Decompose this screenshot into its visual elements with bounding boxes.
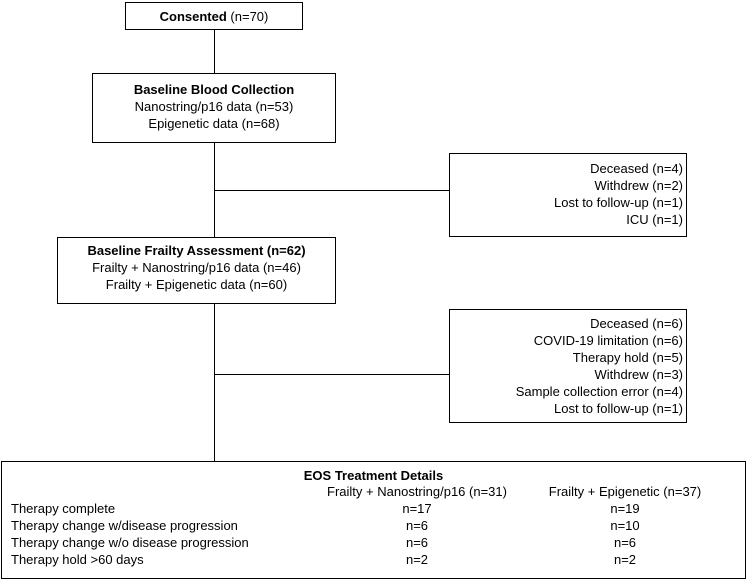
eos-row-label: Therapy change w/o disease progression: [11, 535, 249, 550]
exclusion-item: Lost to follow-up (n=1): [554, 401, 683, 416]
eos-treatment-box: EOS Treatment Details Frailty + Nanostri…: [1, 461, 746, 579]
eos-row-value-epigenetic: n=19: [610, 501, 640, 516]
eos-row-label: Therapy complete: [11, 501, 116, 516]
eos-row-value-nanostring: n=6: [405, 535, 429, 550]
baseline-blood-title: Baseline Blood Collection: [133, 82, 295, 97]
eos-title: EOS Treatment Details: [303, 468, 444, 483]
baseline-blood-box: Baseline Blood Collection Nanostring/p16…: [92, 73, 336, 143]
exclusion-item: Lost to follow-up (n=1): [554, 195, 683, 210]
exclusion-item: Deceased (n=6): [590, 316, 683, 331]
eos-column-headers: Frailty + Nanostring/p16 (n=31) Frailty …: [2, 483, 745, 500]
eos-row-value-nanostring: n=17: [402, 501, 432, 516]
eos-row: Therapy change w/disease progression n=6…: [2, 517, 745, 534]
connector-to-exclusions-1: [214, 190, 449, 191]
eos-row-value-epigenetic: n=2: [613, 552, 637, 567]
baseline-blood-line: Epigenetic data (n=68): [148, 116, 280, 131]
baseline-frailty-title: Baseline Frailty Assessment (n=62): [87, 243, 306, 258]
baseline-frailty-box: Baseline Frailty Assessment (n=62) Frail…: [57, 237, 336, 304]
consented-box: Consented (n=70): [125, 2, 303, 30]
consented-label: Consented: [159, 9, 227, 24]
baseline-frailty-line: Frailty + Nanostring/p16 data (n=46): [92, 260, 301, 275]
eos-row-value-epigenetic: n=10: [610, 518, 640, 533]
exclusion-item: Withdrew (n=2): [594, 178, 684, 193]
consented-count: (n=70): [230, 9, 269, 24]
exclusion-item: Therapy hold (n=5): [572, 350, 683, 365]
exclusion-item: ICU (n=1): [626, 212, 683, 227]
exclusion-item: COVID-19 limitation (n=6): [533, 333, 683, 348]
exclusions-box-2: Deceased (n=6) COVID-19 limitation (n=6)…: [449, 309, 687, 423]
exclusion-item: Sample collection error (n=4): [515, 384, 683, 399]
baseline-frailty-line: Frailty + Epigenetic data (n=60): [105, 277, 288, 292]
eos-column-header-epigenetic: Frailty + Epigenetic (n=37): [548, 484, 702, 499]
eos-row: Therapy complete n=17 n=19: [2, 500, 745, 517]
eos-row: Therapy hold >60 days n=2 n=2: [2, 551, 745, 568]
connector-to-exclusions-2: [214, 374, 449, 375]
eos-row: Therapy change w/o disease progression n…: [2, 534, 745, 551]
connector-frailty-to-eos: [214, 304, 215, 461]
eos-row-value-epigenetic: n=6: [613, 535, 637, 550]
connector-consented-to-blood: [214, 30, 215, 73]
exclusions-box-1: Deceased (n=4) Withdrew (n=2) Lost to fo…: [449, 153, 687, 237]
exclusion-item: Withdrew (n=3): [594, 367, 684, 382]
eos-column-header-nanostring: Frailty + Nanostring/p16 (n=31): [327, 484, 507, 499]
eos-row-label: Therapy change w/disease progression: [11, 518, 238, 533]
eos-row-value-nanostring: n=6: [405, 518, 429, 533]
eos-row-label: Therapy hold >60 days: [11, 552, 144, 567]
exclusion-item: Deceased (n=4): [590, 161, 683, 176]
baseline-blood-line: Nanostring/p16 data (n=53): [134, 99, 294, 114]
eos-row-value-nanostring: n=2: [405, 552, 429, 567]
